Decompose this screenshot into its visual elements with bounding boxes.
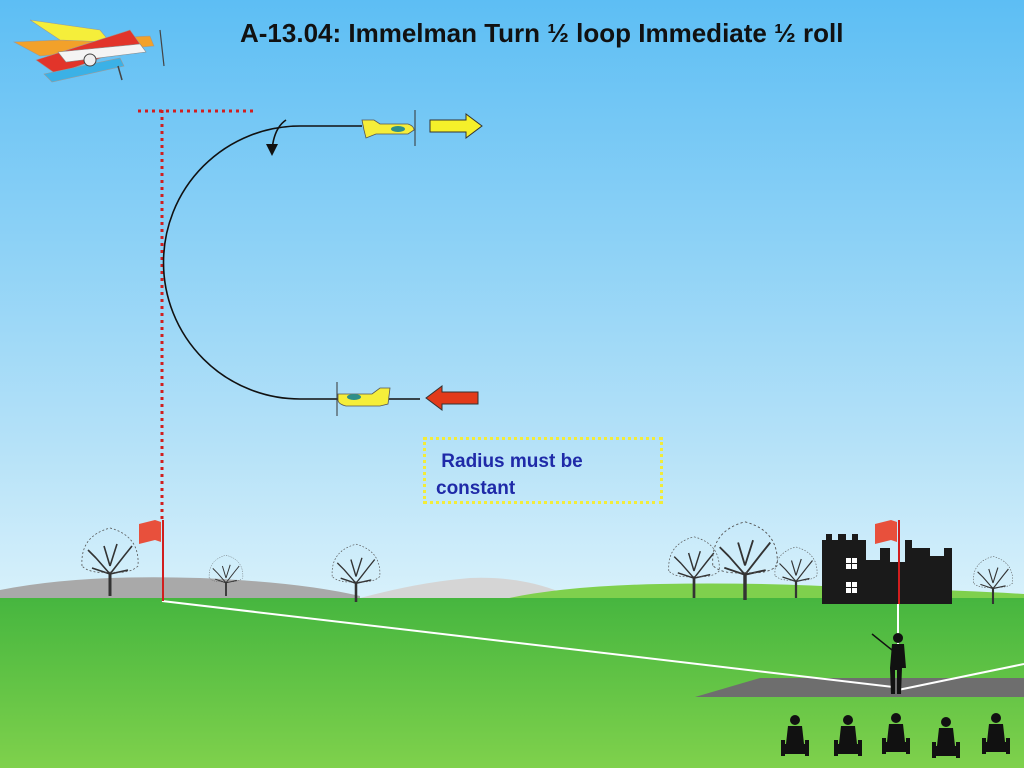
ground-line-left xyxy=(161,600,894,688)
half-loop-path xyxy=(162,125,420,400)
radius-note: Radius must be constant xyxy=(423,437,663,504)
yellow-plane-icon xyxy=(361,110,416,146)
radius-note-line2: constant xyxy=(436,478,516,499)
half-roll-arrowhead xyxy=(266,144,278,156)
sky xyxy=(0,0,1024,600)
entry-direction-arrow xyxy=(425,385,479,411)
castle-icon xyxy=(822,534,952,604)
page-title: A-13.04: Immelman Turn ½ loop Immediate … xyxy=(240,18,844,48)
runway xyxy=(695,678,1024,697)
flag-icon xyxy=(875,520,897,544)
aerobatic-plane-logo-icon xyxy=(12,19,165,83)
hill-left xyxy=(0,577,360,600)
pilot-figure-icon xyxy=(871,633,906,694)
radius-note-line1: Radius must be xyxy=(436,451,583,472)
exit-direction-arrow xyxy=(429,113,483,139)
ground-line-diagonal xyxy=(897,663,1024,691)
yellow-plane-icon xyxy=(336,382,391,416)
hill-middle xyxy=(360,577,560,600)
flag-icon xyxy=(139,520,161,544)
